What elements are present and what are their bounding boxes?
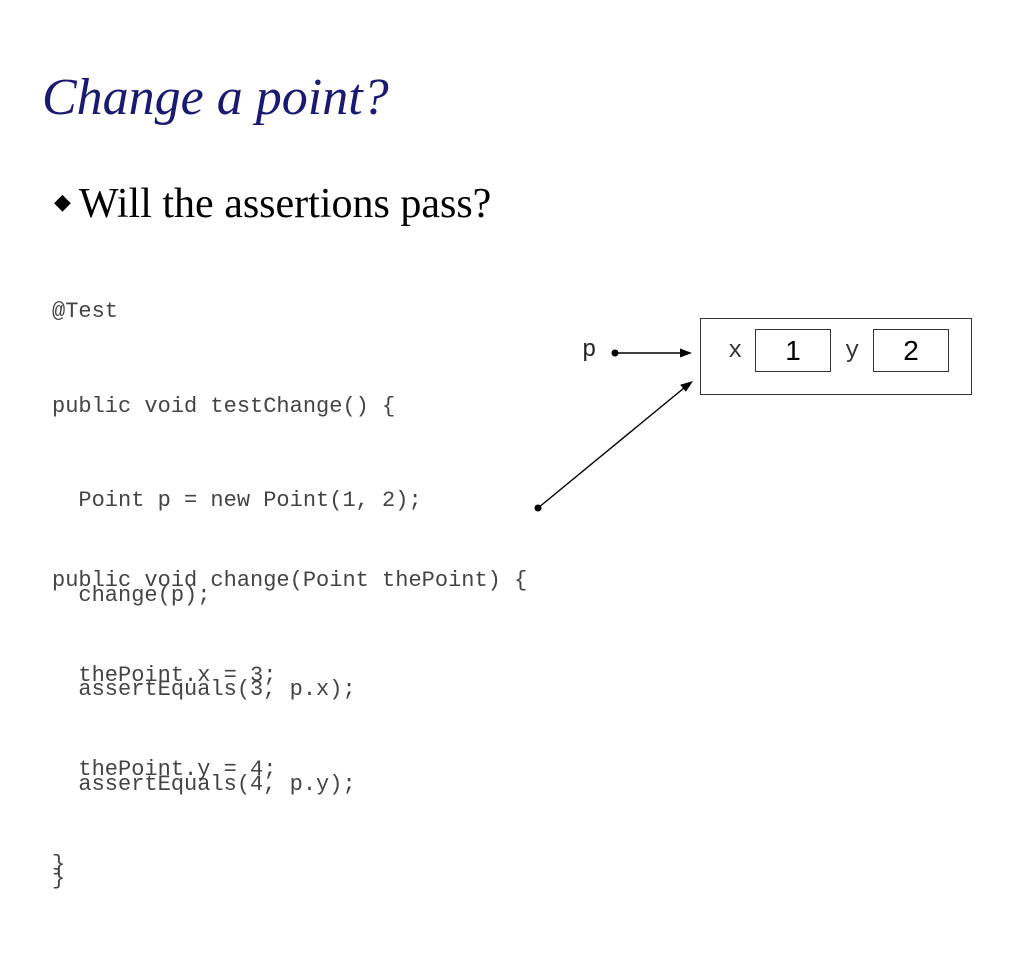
bullet-item: ◆ Will the assertions pass? bbox=[54, 178, 491, 236]
code-line: } bbox=[52, 851, 66, 877]
arrowhead-thepoint bbox=[680, 381, 693, 392]
arrow-line-thepoint bbox=[537, 387, 685, 509]
field-value-y: 2 bbox=[873, 329, 949, 372]
code-line: change(p); bbox=[52, 582, 211, 608]
arrow-thepoint-to-object bbox=[534, 381, 693, 512]
code-line: Point p = new Point(1, 2); bbox=[52, 488, 422, 513]
variable-label-p: p bbox=[582, 337, 597, 364]
slide-title: Change a point? bbox=[42, 69, 389, 126]
code-line: public void testChange() { bbox=[52, 393, 396, 419]
arrow-p-to-object bbox=[611, 348, 692, 358]
slide: Change a point? ◆ Will the assertions pas… bbox=[42, 69, 972, 891]
code-line: thePoint.x = 3; bbox=[52, 662, 277, 688]
code-line: assertEquals(3, p.x); bbox=[52, 677, 356, 702]
field-name-y: y bbox=[845, 338, 860, 365]
code-line: @Test bbox=[52, 299, 119, 324]
code-line: public void change(Point thePoint) { bbox=[52, 568, 528, 593]
field-value-x: 1 bbox=[755, 329, 831, 372]
diamond-bullet-icon: ◆ bbox=[54, 189, 71, 214]
reference-arrows bbox=[534, 348, 693, 512]
arrowhead-p bbox=[680, 348, 692, 358]
point-object-box: x 1 y 2 bbox=[700, 318, 972, 395]
field-name-x: x bbox=[728, 338, 743, 365]
bullet-text: Will the assertions pass? bbox=[78, 181, 492, 227]
